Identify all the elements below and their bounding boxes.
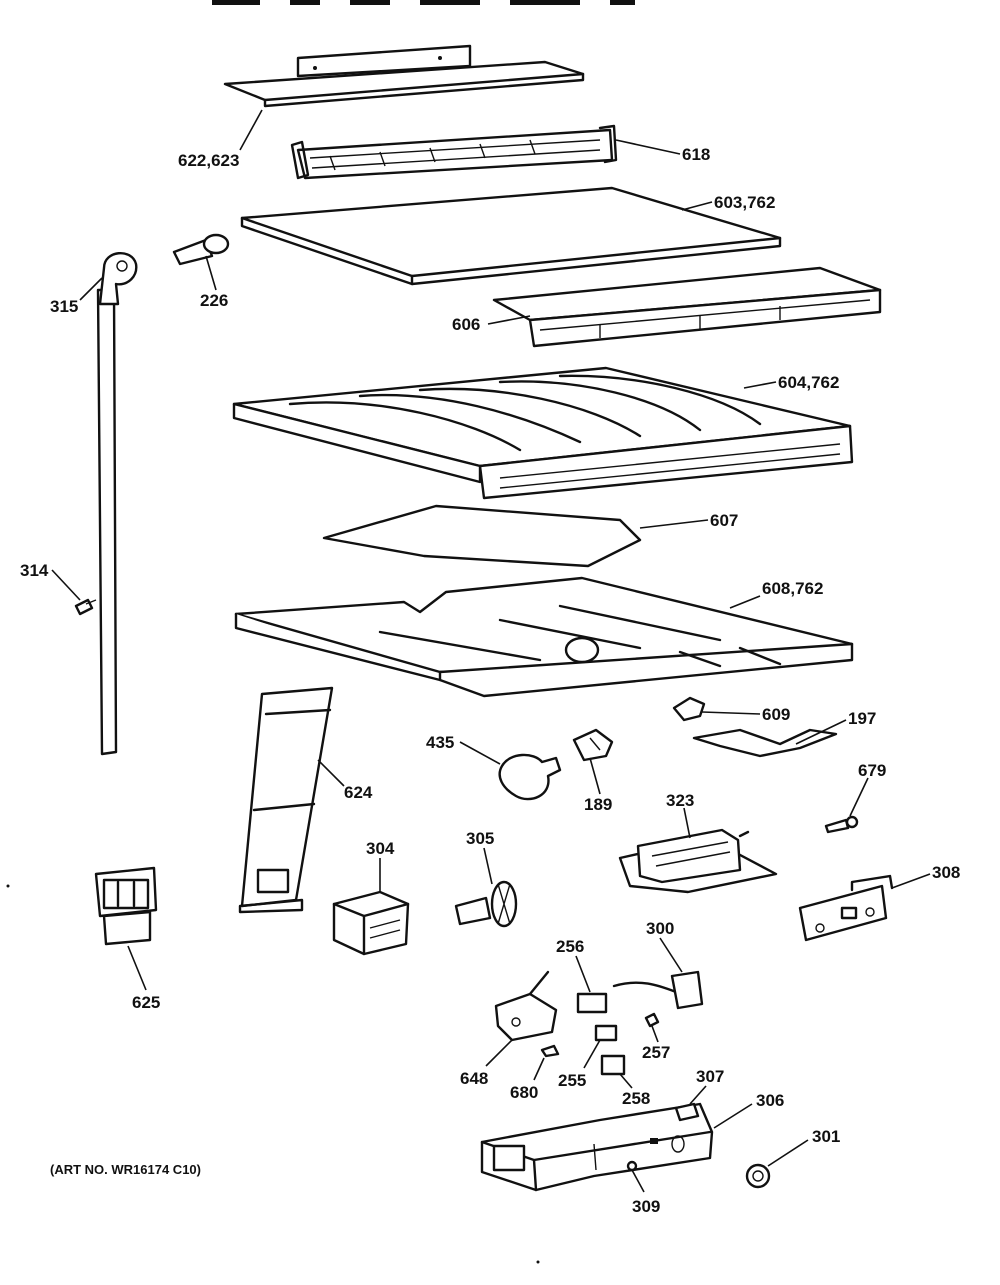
label-608-762: 608,762 bbox=[762, 579, 823, 598]
part-435-bulb bbox=[498, 753, 562, 801]
label-226: 226 bbox=[200, 291, 228, 310]
label-607: 607 bbox=[710, 511, 738, 530]
part-609-clip bbox=[672, 696, 706, 722]
part-648-motor bbox=[494, 970, 558, 1042]
part-314-screw bbox=[74, 598, 97, 616]
label-307: 307 bbox=[696, 1067, 724, 1086]
label-618: 618 bbox=[682, 145, 710, 164]
label-306: 306 bbox=[756, 1091, 784, 1110]
label-604-762: 604,762 bbox=[778, 373, 839, 392]
label-606: 606 bbox=[452, 315, 480, 334]
label-257: 257 bbox=[642, 1043, 670, 1062]
part-679-screw bbox=[824, 815, 859, 834]
label-435: 435 bbox=[426, 733, 454, 752]
part-606-rail bbox=[492, 266, 882, 348]
label-300: 300 bbox=[646, 919, 674, 938]
part-625-switch bbox=[94, 866, 158, 946]
part-226-stud bbox=[172, 233, 230, 266]
label-680: 680 bbox=[510, 1083, 538, 1102]
part-624-panel bbox=[238, 686, 334, 914]
label-197: 197 bbox=[848, 709, 876, 728]
part-258-insert bbox=[600, 1054, 626, 1076]
label-323: 323 bbox=[666, 791, 694, 810]
part-604-762-pan bbox=[232, 366, 854, 500]
label-625: 625 bbox=[132, 993, 160, 1012]
part-256-connector bbox=[576, 992, 608, 1014]
part-304-block bbox=[332, 890, 410, 956]
part-255-clip bbox=[594, 1024, 618, 1042]
part-618-frame bbox=[290, 124, 618, 180]
label-256: 256 bbox=[556, 937, 584, 956]
part-680-screw bbox=[540, 1044, 560, 1058]
part-307-tab bbox=[674, 1102, 700, 1122]
part-607-filter bbox=[322, 504, 642, 568]
part-309-screw bbox=[626, 1160, 638, 1172]
part-622-623-cover bbox=[223, 44, 585, 108]
label-189: 189 bbox=[584, 795, 612, 814]
part-189-socket bbox=[572, 728, 614, 762]
label-603-762: 603,762 bbox=[714, 193, 775, 212]
label-301: 301 bbox=[812, 1127, 840, 1146]
stray-dot bbox=[6, 884, 10, 888]
label-314: 314 bbox=[20, 561, 49, 580]
label-648: 648 bbox=[460, 1069, 488, 1088]
part-315-hinge-rod bbox=[96, 252, 138, 756]
part-308-plate bbox=[798, 874, 894, 942]
label-309: 309 bbox=[632, 1197, 660, 1216]
label-304: 304 bbox=[366, 839, 395, 858]
part-300-harness bbox=[612, 970, 704, 1010]
label-609: 609 bbox=[762, 705, 790, 724]
label-624: 624 bbox=[344, 783, 373, 802]
stray-dot bbox=[536, 1260, 540, 1264]
label-622-623: 622,623 bbox=[178, 151, 239, 170]
top-header-fragments bbox=[212, 0, 635, 5]
part-305-gear bbox=[454, 880, 518, 928]
part-608-762-pan bbox=[234, 576, 854, 698]
part-603-762-shelf bbox=[240, 186, 782, 286]
part-306-housing bbox=[480, 1102, 714, 1192]
label-679: 679 bbox=[858, 761, 886, 780]
label-258: 258 bbox=[622, 1089, 650, 1108]
part-197-bracket bbox=[692, 728, 838, 758]
part-301-knob bbox=[745, 1163, 771, 1189]
label-305: 305 bbox=[466, 829, 494, 848]
part-323-housing bbox=[618, 828, 778, 894]
part-257-screw bbox=[644, 1012, 660, 1028]
label-315: 315 bbox=[50, 297, 78, 316]
art-number-caption: (ART NO. WR16174 C10) bbox=[50, 1162, 201, 1177]
label-308: 308 bbox=[932, 863, 960, 882]
label-255: 255 bbox=[558, 1071, 586, 1090]
